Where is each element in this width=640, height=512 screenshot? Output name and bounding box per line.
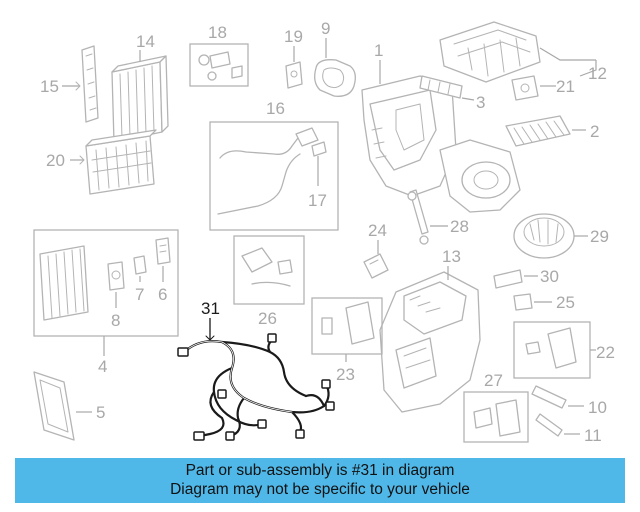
callout-17: 17 [308,191,327,210]
part-31-wiring-harness [177,318,335,441]
part-16-pipes [217,127,327,215]
callout-7: 7 [135,285,144,304]
banner-line-1: Part or sub-assembly is #31 in diagram [185,462,455,479]
callout-24: 24 [368,221,387,240]
callout-26: 26 [258,309,277,328]
callout-13: 13 [442,247,461,266]
callout-10: 10 [588,398,607,417]
callout-11: 11 [584,426,602,445]
part-28-rod [407,189,448,245]
info-banner: Part or sub-assembly is #31 in diagram D… [15,458,625,503]
part-15-bracket [62,45,99,123]
part-25-block [513,293,552,311]
part-7-seal [133,255,147,282]
part-30-sensor [493,269,538,289]
callout-29: 29 [590,227,609,246]
callout-1: 1 [374,41,383,60]
part-26-parts [241,247,293,287]
callout-2: 2 [590,122,599,141]
part-23-parts [321,301,375,362]
callout-9: 9 [321,19,330,38]
part-18-box [189,43,249,87]
callout-18: 18 [208,23,227,42]
callout-14: 14 [136,32,155,51]
part-6-sensor [155,237,171,282]
callout-6: 6 [158,285,167,304]
callout-19: 19 [284,27,303,46]
callout-5: 5 [96,403,105,422]
banner-line-2: Diagram may not be specific to your vehi… [170,481,470,498]
callout-20: 20 [46,151,65,170]
part-1-hvac-housing [361,60,521,213]
callout-25: 25 [556,293,575,312]
callout-4: 4 [98,357,107,376]
callout-12: 12 [588,64,607,83]
part-18-clips [198,51,243,81]
part-14-evaporator [111,50,169,143]
part-26-box [233,235,305,305]
callout-16: 16 [266,99,285,118]
part-19-actuator [285,46,303,89]
part-23-box [311,297,383,355]
part-27-box [463,391,529,443]
callout-8: 8 [111,311,120,330]
part-13-lower-housing [379,266,481,413]
part-16-box [209,121,339,231]
callout-15: 15 [40,77,59,96]
callout-28: 28 [450,217,469,236]
callout-31: 31 [201,299,220,318]
part-4-box [33,229,179,337]
part-21-actuator [511,75,556,101]
part-3-actuator [419,75,475,101]
part-11-fastener [535,413,580,437]
callout-30: 30 [540,267,559,286]
part-4-evaporator [39,245,105,356]
part-22-parts [525,327,596,369]
part-12-duct [439,21,597,83]
callout-3: 3 [476,93,485,112]
parts-diagram: 15 14 20 18 19 9 [33,19,615,445]
callout-21: 21 [556,77,575,96]
part-27-parts [473,399,521,437]
part-5-frame [33,371,92,441]
part-29-blower [513,213,588,259]
part-2-filter [505,115,586,147]
part-8-valve [107,261,125,308]
callout-23: 23 [336,365,355,384]
part-20-heater-core [70,129,157,195]
part-9-seal [314,38,356,97]
part-10-fastener [531,385,584,409]
callout-22: 22 [596,343,615,362]
part-24-bracket [363,240,389,279]
callout-27: 27 [484,371,503,390]
